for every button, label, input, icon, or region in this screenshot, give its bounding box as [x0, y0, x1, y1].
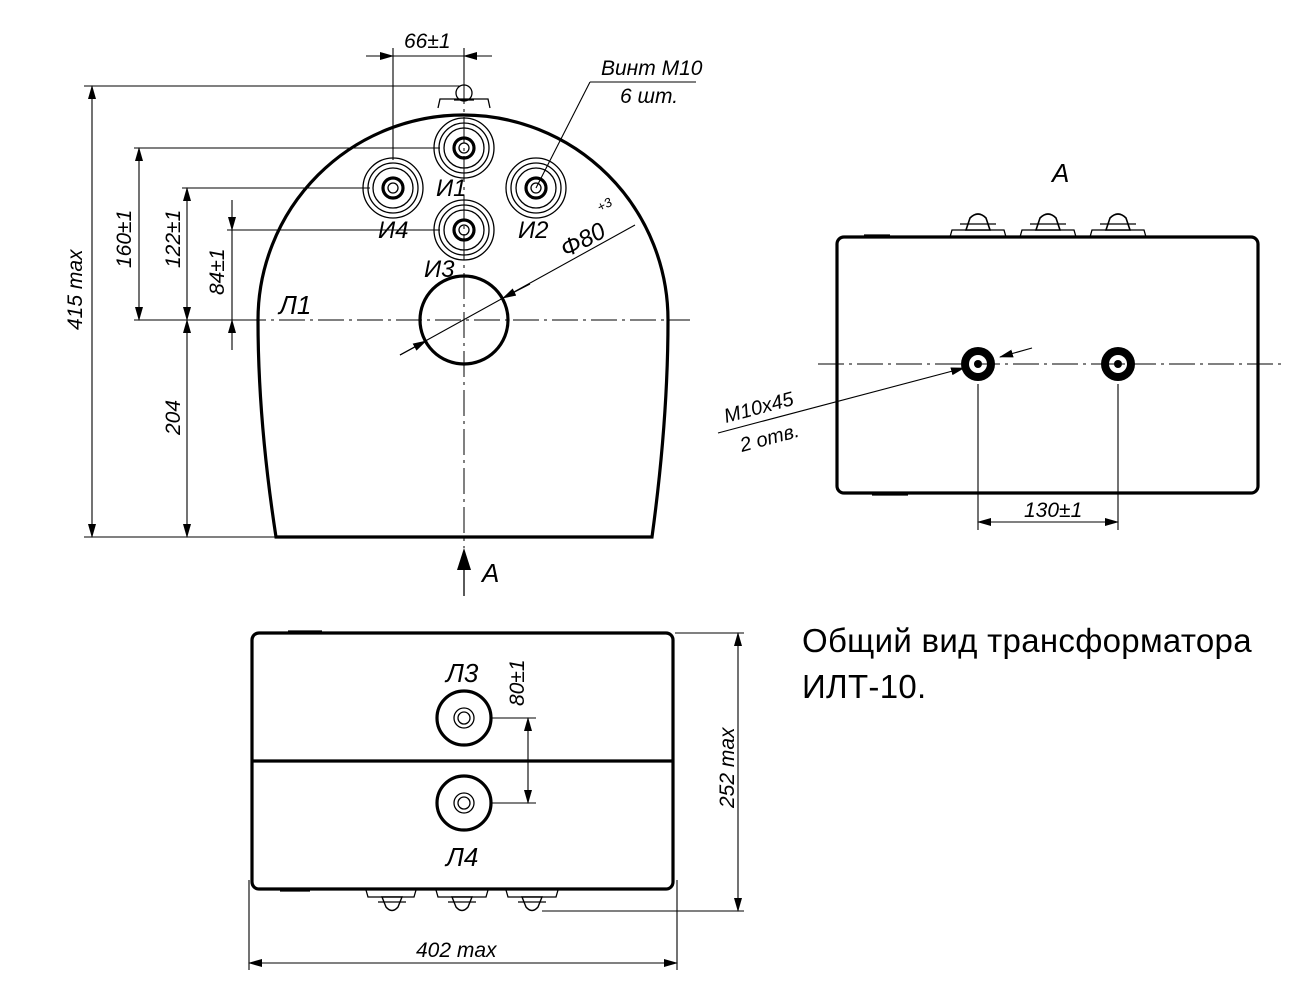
label-i1: И1 — [436, 175, 467, 202]
screw-count: 6 шт. — [620, 85, 678, 108]
dim-252: 252 max — [716, 726, 739, 809]
label-l1: Л1 — [277, 290, 311, 320]
bushing-l3 — [435, 689, 493, 747]
bottom-terminals — [365, 889, 559, 912]
caption-line-1: Общий вид трансформатора — [802, 622, 1252, 659]
front-body-outline — [256, 113, 670, 539]
dim-80: 80±1 — [506, 659, 529, 706]
dim-204: 204 — [162, 400, 185, 436]
bushing-l4 — [435, 774, 493, 832]
label-l3: Л3 — [444, 658, 479, 688]
side-view: А М10x45 2 отв. — [717, 158, 1282, 530]
terminal-i2 — [505, 157, 567, 219]
dim-84: 84±1 — [206, 248, 229, 295]
front-view: 66±1 415 max 160±1 122±1 84±1 204 Φ80 +3 — [64, 30, 703, 596]
label-l4: Л4 — [444, 842, 478, 872]
dim-160: 160±1 — [113, 210, 136, 268]
label-i3: И3 — [424, 256, 455, 283]
terminal-i4 — [362, 157, 424, 219]
bottom-view: Л3 Л4 80±1 252 max 402 max — [248, 630, 744, 970]
screw-label: Винт М10 — [601, 57, 703, 80]
dim-130: 130±1 — [1024, 499, 1082, 522]
drawing-caption: Общий вид трансформатора ИЛТ-10. — [802, 618, 1252, 710]
caption-line-2: ИЛТ-10. — [802, 668, 927, 705]
dim-diameter-tolerance: +3 — [594, 194, 615, 215]
side-view-title: А — [1050, 158, 1069, 188]
view-arrow-label: А — [480, 558, 499, 588]
label-i4: И4 — [378, 217, 409, 244]
side-body-outline — [835, 235, 1260, 495]
dim-66: 66±1 — [404, 30, 451, 53]
dim-402: 402 max — [416, 939, 498, 962]
dim-diameter: Φ80 — [556, 217, 611, 263]
dim-415: 415 max — [64, 248, 87, 330]
side-top-terminals — [864, 213, 1147, 496]
view-arrow — [457, 548, 471, 570]
dim-122: 122±1 — [162, 210, 185, 268]
label-i2: И2 — [518, 217, 549, 244]
